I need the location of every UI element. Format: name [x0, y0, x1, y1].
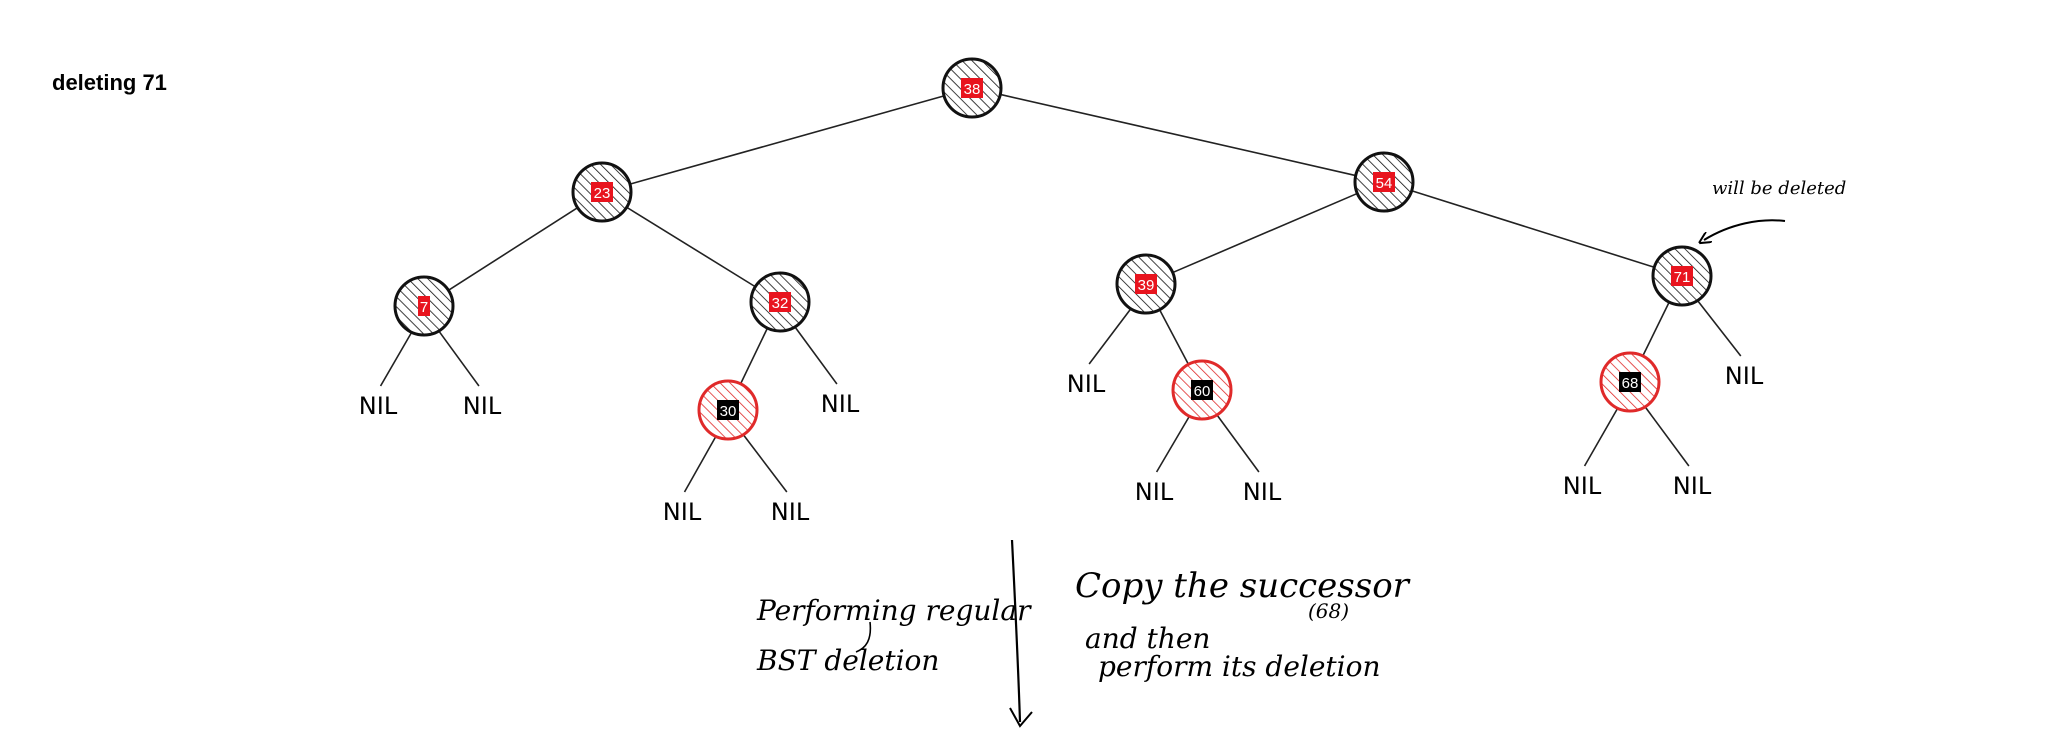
edge-n71-nil9: [1696, 300, 1742, 357]
tree-node-30: 30: [697, 379, 759, 441]
page-title: deleting 71: [52, 70, 167, 95]
edge-n54-n71: [1411, 189, 1655, 269]
edge-n23-n7: [447, 206, 579, 292]
right-line-2: and then: [1085, 622, 1210, 655]
right-paren: (68): [1308, 599, 1349, 623]
node-label-box: [1619, 372, 1641, 392]
right-explanation: Copy the successor (68) and then perform…: [1075, 566, 1411, 683]
tree-node-71: 71: [1651, 245, 1713, 307]
node-label-box: [1191, 380, 1213, 400]
edge-n60-nil8: [1216, 414, 1260, 473]
edges-layer: [379, 93, 1742, 493]
edge-n68-nil10: [1583, 407, 1619, 467]
node-label-box: [1373, 172, 1395, 192]
tree-node-32: 32: [749, 271, 811, 333]
tree-node-23: 23: [571, 161, 633, 223]
right-line-3: perform its deletion: [1098, 650, 1381, 683]
nil-leaf: NIL: [1563, 472, 1602, 500]
node-label-box: [1671, 266, 1693, 286]
nodes-layer: 38 23 54 7 32 30 39 60 71 68: [393, 57, 1713, 441]
down-arrow: [1009, 539, 1033, 728]
nil-leaf: NIL: [463, 392, 502, 420]
node-label: 71: [1674, 269, 1691, 286]
tree-node-7: 7: [393, 275, 455, 337]
edge-n7-nil2: [438, 330, 480, 387]
nil-leaf: NIL: [821, 390, 860, 418]
node-label: 32: [772, 295, 789, 312]
node-label: 39: [1138, 277, 1155, 294]
edge-n38-n23: [629, 95, 945, 185]
node-label-box: [769, 292, 791, 312]
edge-n7-nil1: [379, 331, 413, 387]
edge-n38-n54: [1000, 93, 1356, 177]
edge-n68-nil11: [1644, 406, 1690, 467]
nil-leaf: NIL: [663, 498, 702, 526]
arrow-to-71-icon: [1704, 219, 1786, 240]
tree-node-39: 39: [1115, 253, 1177, 315]
left-line-1: Performing regular: [756, 594, 1032, 627]
nil-leaf: NIL: [1135, 478, 1174, 506]
node-label-box: [1135, 274, 1157, 294]
node-label: 38: [964, 81, 981, 98]
node-label-box: [717, 400, 739, 420]
will-be-deleted-annotation: will be deleted: [1704, 178, 1846, 240]
down-arrow-head-icon: [1009, 707, 1033, 728]
node-label: 68: [1622, 375, 1639, 392]
tree-node-60: 60: [1171, 359, 1233, 421]
edge-n39-nil6: [1088, 308, 1132, 365]
nil-leaf: NIL: [771, 498, 810, 526]
edge-n60-nil7: [1155, 415, 1191, 473]
node-label-box: [418, 296, 430, 316]
left-explanation: Performing regular BST deletion: [756, 594, 1032, 677]
edge-n30-nil4: [683, 435, 717, 493]
left-brace-icon: [855, 621, 872, 653]
nil-leaf: NIL: [1243, 478, 1282, 506]
nil-leaf: NIL: [1673, 472, 1712, 500]
edge-n32-nil3: [794, 326, 838, 385]
node-label: 54: [1376, 175, 1393, 192]
nil-leaves-layer: NIL NIL NIL NIL NIL NIL NIL NIL NIL NIL NIL: [359, 362, 1764, 526]
node-label: 60: [1194, 383, 1211, 400]
edge-n23-n32: [626, 206, 756, 288]
edge-n32-n30: [739, 327, 769, 385]
left-line-2: BST deletion: [756, 644, 939, 677]
tree-node-68: 68: [1599, 351, 1661, 413]
edge-n30-nil5: [742, 434, 788, 493]
right-line-1: Copy the successor: [1075, 566, 1411, 606]
nil-leaf: NIL: [1067, 370, 1106, 398]
node-label: 30: [720, 403, 737, 420]
edge-n71-n68: [1642, 301, 1670, 357]
node-label-box: [591, 182, 613, 202]
node-label: 23: [594, 185, 611, 202]
tree-node-38: 38: [941, 57, 1003, 119]
nil-leaf: NIL: [1725, 362, 1764, 390]
edge-n54-n39: [1172, 192, 1358, 274]
will-be-deleted-text: will be deleted: [1712, 178, 1846, 199]
down-arrow-shaft-icon: [1010, 539, 1022, 723]
node-label: 7: [420, 299, 428, 316]
node-label-box: [961, 78, 983, 98]
edge-n39-n60: [1158, 309, 1190, 365]
nil-leaf: NIL: [359, 392, 398, 420]
tree-node-54: 54: [1353, 151, 1415, 213]
